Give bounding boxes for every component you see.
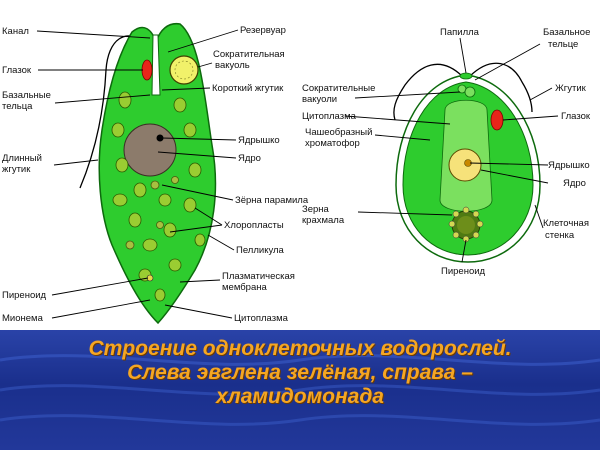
label-flagellum: Жгутик — [555, 83, 587, 94]
euglena-nucleolus — [156, 134, 164, 142]
euglena-channel — [151, 34, 161, 96]
label-starch-grains-1: Зерна — [302, 204, 330, 215]
euglena-leader-lines — [36, 29, 239, 319]
label-plasma-membrane-1: Плазматическая — [222, 271, 295, 282]
chlamy-leader-lines — [344, 37, 559, 263]
label-short-flagellum: Короткий жгутик — [212, 83, 284, 94]
label-chlamy-nucleus: Ядро — [563, 178, 586, 189]
euglena-chloroplasts — [111, 91, 206, 302]
euglena-nucleus — [123, 123, 177, 177]
caption-banner: Строение одноклеточных водорослей. Слева… — [0, 330, 600, 450]
chlamy-labels: Папилла Базальное тельце Жгутик Глазок С… — [302, 27, 591, 277]
euglena-paramylon-grains — [125, 176, 179, 250]
label-long-flagellum-2: жгутик — [2, 164, 31, 175]
label-eyespot: Глазок — [2, 65, 32, 76]
label-cup-chromatophore-2: хроматофор — [305, 138, 360, 149]
label-chlamy-cytoplasm: Цитоплазма — [302, 111, 357, 122]
label-papilla: Папилла — [440, 27, 480, 38]
chlamy-eyespot — [490, 109, 504, 131]
caption-line-3: хламидомонада — [216, 385, 384, 408]
label-long-flagellum-1: Длинный — [2, 153, 42, 164]
chlamy-flagellum-left — [393, 63, 463, 121]
label-pellicle: Пелликула — [236, 245, 285, 256]
label-basal-body-2: тельце — [548, 39, 578, 50]
label-paramylon: Зёрна парамила — [235, 195, 309, 206]
label-contractile-vacuole-1: Сократительная — [213, 49, 285, 60]
euglena-eyespot — [141, 59, 153, 81]
label-cytoplasm: Цитоплазма — [234, 313, 289, 324]
euglena-cell — [79, 22, 217, 325]
caption: Строение одноклеточных водорослей. Слева… — [0, 337, 600, 409]
euglena-contractile-vacuole — [169, 55, 199, 85]
label-reservoir: Резервуар — [240, 25, 286, 36]
label-myoneme: Мионема — [2, 313, 44, 324]
label-nucleolus: Ядрышко — [238, 135, 280, 146]
label-cup-chromatophore-1: Чашеобразный — [305, 127, 372, 138]
chlamy-pyrenoid — [448, 206, 484, 243]
label-cell-wall-2: стенка — [545, 230, 575, 241]
label-basal-bodies-2: тельца — [2, 101, 33, 112]
label-pyrenoid: Пиреноид — [2, 290, 47, 301]
label-basal-bodies-1: Базальные — [2, 90, 51, 101]
algae-diagram: Канал Глазок Базальные тельца Длинный жг… — [2, 22, 591, 325]
label-chlamy-eyespot: Глазок — [561, 111, 591, 122]
label-cell-wall-1: Клеточная — [543, 218, 589, 229]
banner-waves — [0, 354, 600, 426]
label-chloroplasts: Хлоропласты — [224, 220, 284, 231]
diagram-area: Канал Глазок Базальные тельца Длинный жг… — [2, 22, 591, 325]
chlamydomonas-cell — [393, 62, 541, 263]
chlamy-contractile-vacuole-2 — [464, 86, 476, 98]
euglena-labels: Канал Глазок Базальные тельца Длинный жг… — [2, 25, 309, 324]
label-nucleus: Ядро — [238, 153, 261, 164]
label-channel: Канал — [2, 26, 29, 37]
label-contractile-vacuoles-2: вакуоли — [302, 94, 337, 105]
label-contractile-vacuoles-1: Сократительные — [302, 83, 375, 94]
chlamy-flagellum-right — [469, 62, 533, 113]
label-plasma-membrane-2: мембрана — [222, 282, 267, 293]
label-chlamy-nucleolus: Ядрышко — [548, 160, 590, 171]
label-basal-body-1: Базальное — [543, 27, 590, 38]
caption-line-2: Слева эвглена зелёная, справа – — [127, 361, 473, 384]
label-chlamy-pyrenoid: Пиреноид — [441, 266, 486, 277]
caption-line-1: Строение одноклеточных водорослей. — [88, 337, 512, 360]
chlamy-papilla — [459, 72, 473, 80]
label-starch-grains-2: крахмала — [302, 215, 345, 226]
label-contractile-vacuole-2: вакуоль — [215, 60, 250, 71]
